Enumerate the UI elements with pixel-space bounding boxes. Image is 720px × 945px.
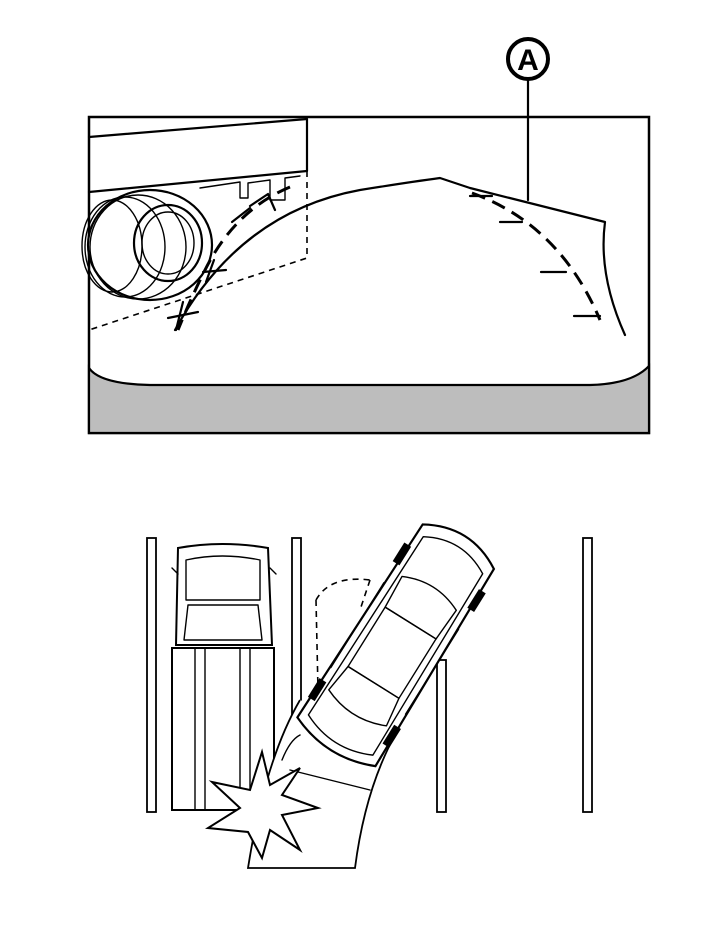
parked-truck-top [171,543,277,811]
parked-truck-body [87,117,309,194]
guide-tick-left-1 [248,192,277,212]
callout-label: A [517,44,539,77]
parking-line-4 [582,537,593,813]
callout-a: A [506,37,550,202]
guide-line-left [176,185,291,331]
parking-scene [146,523,593,869]
guide-tick-left-3 [201,258,228,284]
reversing-car [296,523,496,768]
rear-bumper [87,363,651,435]
guide-tick-left-2 [230,206,252,224]
callout-circle [506,37,550,81]
parking-line-3 [436,659,447,813]
vehicle-rear-edge [173,176,627,337]
truck-wheel [81,188,214,302]
parking-line-1 [146,537,157,813]
path-band-lines [281,734,371,791]
guide-line-right [471,191,602,321]
collision-burst-icon [204,748,322,861]
camera-view-panel [81,115,651,435]
guide-tick-left-4 [166,300,200,332]
